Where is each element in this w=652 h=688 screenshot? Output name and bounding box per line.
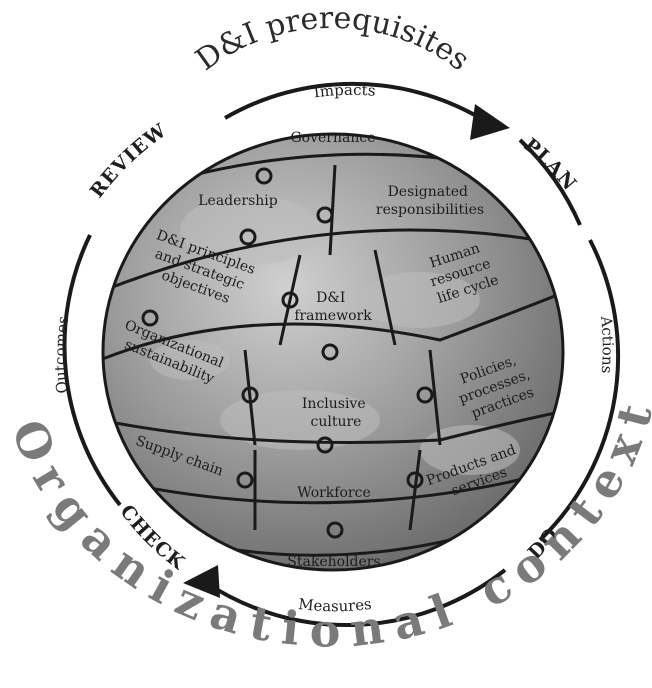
piece-governance: Governance [290,130,375,146]
label-plan: PLAN [520,134,581,195]
cycle-ring [62,81,621,628]
piece-inclusive-culture: Inclusive culture [302,396,370,430]
label-review: REVIEW [86,119,171,202]
piece-framework: D&I framework [294,290,372,324]
label-impacts: Impacts [313,81,377,102]
piece-workforce: Workforce [297,485,370,501]
label-outcomes: Outcomes [51,315,72,395]
arrow-to-plan-icon [470,104,510,140]
globe [101,132,565,572]
label-actions: Actions [597,314,617,374]
piece-stakeholders: Stakeholders [287,554,380,570]
piece-leadership: Leadership [198,193,278,209]
diagram-title: D&I prerequisites [189,1,476,78]
label-measures: Measures [297,595,372,615]
arrow-to-check-icon [183,565,220,598]
piece-designated-responsibilities: Designated responsibilities [376,184,484,218]
